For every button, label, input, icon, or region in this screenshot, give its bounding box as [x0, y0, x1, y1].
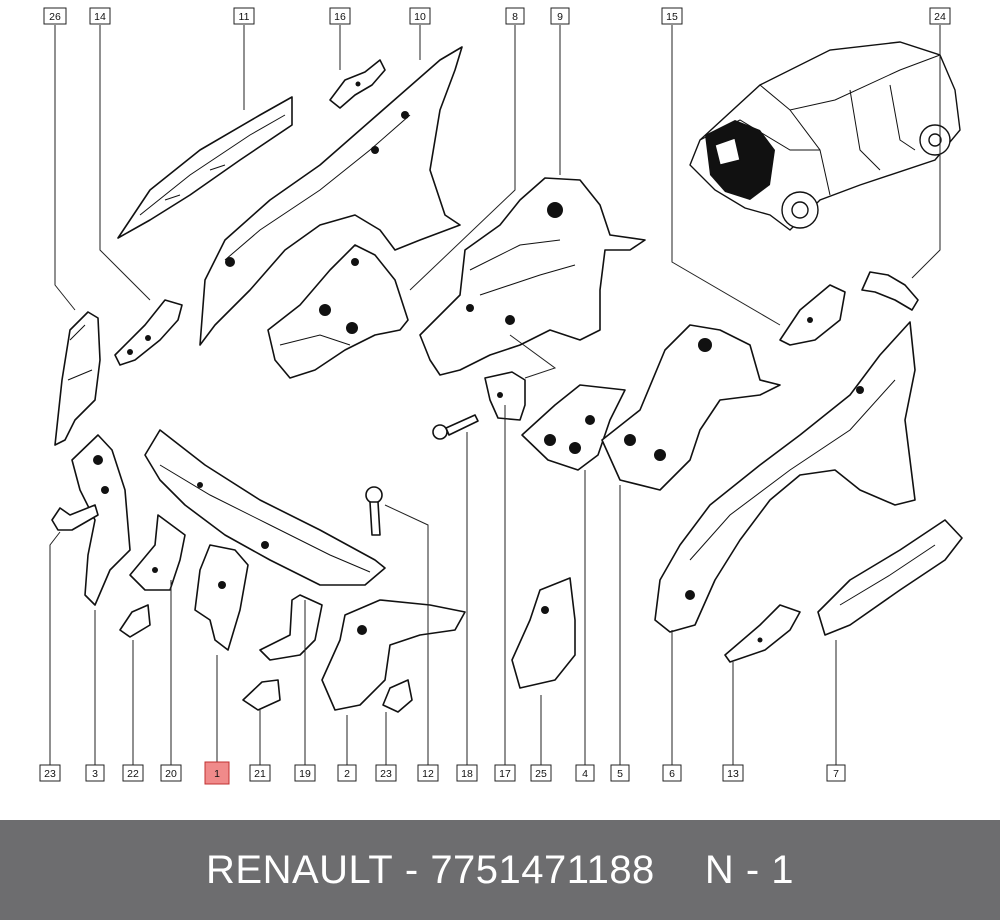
footer-separator: - [404, 847, 419, 892]
callout-label: 24 [934, 11, 946, 23]
part-17-bracket [484, 371, 526, 421]
callout-1-highlighted: 1 [204, 761, 230, 785]
callout-26: 26 [43, 7, 67, 25]
part-16-bracket [329, 59, 386, 109]
part-1-front-crossmember [144, 429, 386, 651]
callout-label: 22 [127, 768, 139, 780]
callout-label: 23 [44, 768, 56, 780]
callout-label: 18 [461, 768, 473, 780]
callout-20: 20 [160, 764, 182, 782]
part-23-bracket-left [51, 504, 99, 531]
callout-label: 6 [669, 768, 675, 780]
part-19-bracket [259, 594, 323, 661]
callout-label: 26 [49, 11, 61, 23]
callout-8: 8 [505, 7, 525, 25]
vehicle-thumbnail [689, 41, 961, 231]
callout-label: 5 [617, 768, 623, 780]
part-15-bracket [779, 284, 846, 346]
part-18-bolt [432, 414, 479, 440]
callout-label: 9 [557, 11, 563, 23]
callout-12: 12 [417, 764, 439, 782]
part-11-upper-rail [117, 96, 293, 239]
callout-4: 4 [575, 764, 595, 782]
part-21-clip [242, 679, 281, 711]
part-25-bracket [511, 577, 576, 689]
part-7-lower-rail [817, 519, 963, 636]
callout-14: 14 [89, 7, 111, 25]
callout-label: 20 [165, 768, 177, 780]
callout-label: 1 [214, 768, 220, 780]
callout-label: 11 [239, 11, 250, 23]
callout-label: 17 [499, 768, 511, 780]
callout-label: 15 [666, 11, 678, 23]
callout-label: 16 [334, 11, 346, 23]
callout-2: 2 [337, 764, 357, 782]
callout-label: 21 [254, 768, 266, 780]
part-5-right-arch [601, 324, 781, 491]
callout-label: 25 [535, 768, 547, 780]
callout-label: 12 [422, 768, 434, 780]
callout-label: 4 [582, 768, 588, 780]
part-20-bracket [129, 514, 186, 591]
callout-7: 7 [826, 764, 846, 782]
callout-16: 16 [329, 7, 351, 25]
part-14-bracket [114, 299, 183, 366]
part-26-side-member [54, 311, 101, 446]
callout-24: 24 [929, 7, 951, 25]
part-22-clip [119, 604, 151, 638]
callout-25: 25 [530, 764, 552, 782]
callout-11: 11 [233, 7, 255, 25]
callout-label: 7 [833, 768, 839, 780]
part-23-clip-center [382, 679, 413, 713]
parts-diagram: 26 14 11 16 10 8 9 15 24 23 3 22 [39, 7, 963, 785]
part-24-bracket [861, 271, 919, 311]
callout-15: 15 [661, 7, 683, 25]
callout-label: 13 [727, 768, 739, 780]
callout-label: 8 [512, 11, 518, 23]
part-10-fender-apron [199, 46, 463, 346]
part-12-bolt [365, 486, 383, 536]
callout-21: 21 [249, 764, 271, 782]
callout-5: 5 [610, 764, 630, 782]
callout-19: 19 [294, 764, 316, 782]
callout-3: 3 [85, 764, 105, 782]
callout-label: 3 [92, 768, 98, 780]
diagram-position: N - 1 [704, 847, 794, 892]
callout-label: 19 [299, 768, 311, 780]
part-number-footer: RENAULT - 7751471188 N - 1 [0, 820, 1000, 920]
callout-label: 14 [94, 11, 106, 23]
part-number: 7751471188 [430, 847, 655, 892]
callout-label: 2 [344, 768, 350, 780]
brand-name: RENAULT [206, 847, 394, 892]
callout-23-left: 23 [39, 764, 61, 782]
part-2-mount [321, 599, 466, 711]
callout-23-center: 23 [375, 764, 397, 782]
leader-lines [49, 25, 941, 765]
callout-6: 6 [662, 764, 682, 782]
part-4-shield [521, 384, 626, 471]
part-6-right-fender [654, 321, 916, 633]
part-9-central-structure [419, 177, 646, 376]
callout-9: 9 [550, 7, 570, 25]
callout-18: 18 [456, 764, 478, 782]
callout-13: 13 [722, 764, 744, 782]
callout-label: 10 [414, 11, 426, 23]
callout-10: 10 [409, 7, 431, 25]
callout-17: 17 [494, 764, 516, 782]
callout-label: 23 [380, 768, 392, 780]
part-8-wheel-arch [267, 244, 409, 379]
callout-22: 22 [122, 764, 144, 782]
part-13-bracket [724, 604, 801, 663]
